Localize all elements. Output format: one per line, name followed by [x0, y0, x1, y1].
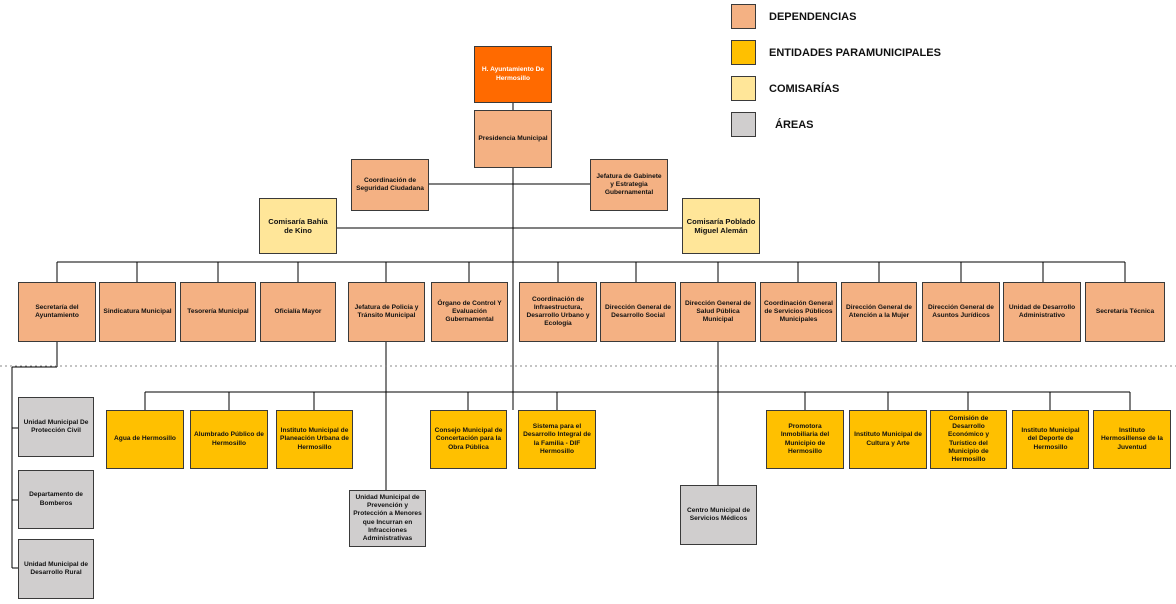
- node-alumbrado: Alumbrado Público de Hermosillo: [190, 410, 268, 469]
- node-desarrollo-rural: Unidad Municipal de Desarrollo Rural: [18, 539, 94, 599]
- node-bomberos: Departamento de Bomberos: [18, 470, 94, 529]
- node-ayuntamiento: H. Ayuntamiento De Hermosillo: [474, 46, 552, 103]
- node-proteccion-civil: Unidad Municipal De Protección Civil: [18, 397, 94, 457]
- node-jefatura-gabinete: Jefatura de Gabinete y Estrategia Gubern…: [590, 159, 668, 211]
- legend-label-dependencias: DEPENDENCIAS: [769, 11, 857, 23]
- node-coord-servicios: Coordinación General de Servicios Públic…: [760, 282, 837, 342]
- node-implan: Instituto Municipal de Planeación Urbana…: [276, 410, 353, 469]
- legend-swatch-entidades: [731, 40, 756, 65]
- node-organo-control: Órgano de Control Y Evaluación Gubername…: [431, 282, 508, 342]
- node-comisaria-kino: Comisaría Bahía de Kino: [259, 198, 337, 254]
- node-agua: Agua de Hermosillo: [106, 410, 184, 469]
- legend-swatch-comisarias: [731, 76, 756, 101]
- node-asuntos-juridicos: Dirección General de Asuntos Jurídicos: [922, 282, 1000, 342]
- node-atencion-mujer: Dirección General de Atención a la Mujer: [841, 282, 917, 342]
- node-tesoreria: Tesorería Municipal: [180, 282, 256, 342]
- legend-swatch-dependencias: [731, 4, 756, 29]
- node-presidencia: Presidencia Municipal: [474, 110, 552, 168]
- node-comision-desarrollo: Comisión de Desarrollo Económico y Turís…: [930, 410, 1007, 469]
- legend-label-areas: ÁREAS: [775, 119, 814, 131]
- node-coord-seguridad: Coordinación de Seguridad Ciudadana: [351, 159, 429, 211]
- node-comisaria-aleman: Comisaría Poblado Miguel Alemán: [682, 198, 760, 254]
- node-desarrollo-social: Dirección General de Desarrollo Social: [600, 282, 676, 342]
- node-salud: Dirección General de Salud Pública Munic…: [680, 282, 756, 342]
- node-juventud: Instituto Hermosillense de la Juventud: [1093, 410, 1171, 469]
- legend-swatch-areas: [731, 112, 756, 137]
- node-prevencion: Unidad Municipal de Prevención y Protecc…: [349, 490, 426, 547]
- node-deporte: Instituto Municipal del Deporte de Hermo…: [1012, 410, 1089, 469]
- legend-label-entidades: ENTIDADES PARAMUNICIPALES: [769, 47, 941, 59]
- node-promotora: Promotora Inmobiliaria del Municipio de …: [766, 410, 844, 469]
- connector-dependencias-drops: [56, 262, 1126, 282]
- node-sindicatura: Sindicatura Municipal: [99, 282, 176, 342]
- node-secretaria-tecnica: Secretaría Técnica: [1085, 282, 1165, 342]
- node-unidad-desarrollo: Unidad de Desarrollo Administrativo: [1003, 282, 1081, 342]
- node-policia: Jefatura de Policía y Tránsito Municipal: [348, 282, 425, 342]
- node-cultura: Instituto Municipal de Cultura y Arte: [849, 410, 927, 469]
- node-oficialia: Oficialía Mayor: [260, 282, 336, 342]
- node-consejo: Consejo Municipal de Concertación para l…: [430, 410, 507, 469]
- node-coord-infraestructura: Coordinación de Infraestructura, Desarro…: [519, 282, 597, 342]
- node-dif: Sistema para el Desarrollo Integral de l…: [518, 410, 596, 469]
- connector-entidades-drops: [144, 392, 1131, 410]
- legend-label-comisarias: COMISARÍAS: [769, 83, 840, 95]
- node-secretaria-ayuntamiento: Secretaría del Ayuntamiento: [18, 282, 96, 342]
- node-centro-medico: Centro Municipal de Servicios Médicos: [680, 485, 757, 545]
